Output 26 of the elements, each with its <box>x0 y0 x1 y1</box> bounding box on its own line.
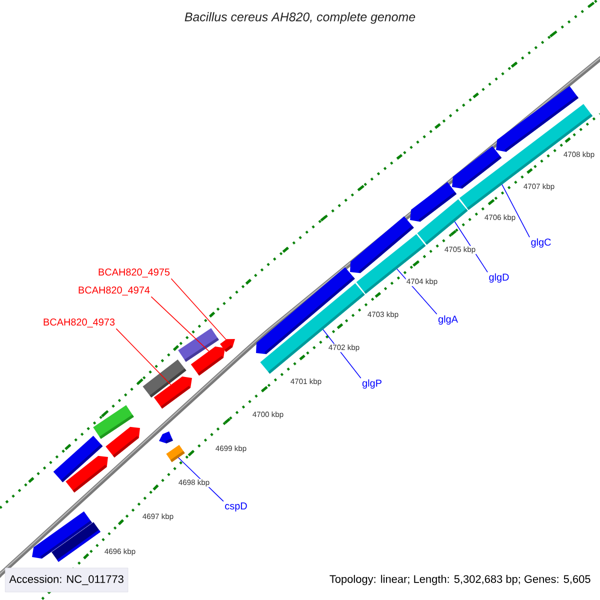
gene-label: BCAH820_4973 <box>44 318 115 328</box>
gene-block <box>154 376 192 409</box>
gene-label: BCAH820_4975 <box>98 268 170 278</box>
gene-label: glgD <box>489 273 509 283</box>
leader-line <box>170 278 226 340</box>
leader-line <box>116 328 172 386</box>
gene-label: glgC <box>531 238 551 248</box>
gene-block <box>52 522 100 562</box>
gene-block <box>190 346 225 376</box>
gene-block <box>106 426 140 458</box>
gene-block <box>166 444 185 462</box>
leader-line <box>396 268 438 315</box>
gene-block <box>496 86 578 152</box>
gene-label: cspD <box>225 502 247 512</box>
title: Bacillus cereus AH820, complete genome <box>184 12 416 24</box>
gene-block <box>220 339 235 352</box>
gene-block <box>417 199 468 245</box>
gene-label: BCAH820_4974 <box>78 286 150 296</box>
gene-label: glgA <box>438 315 458 325</box>
gene-block <box>66 456 108 492</box>
gene-label: glgP <box>362 379 382 389</box>
summary-text: Topology: linear; Length: 5,302,683 bp; Genes: 5,605 <box>330 574 590 586</box>
accession-box: Accession: NC_011773 <box>5 568 128 592</box>
gene-block <box>159 431 173 444</box>
leader-line <box>150 296 210 352</box>
leader-line <box>502 184 530 238</box>
